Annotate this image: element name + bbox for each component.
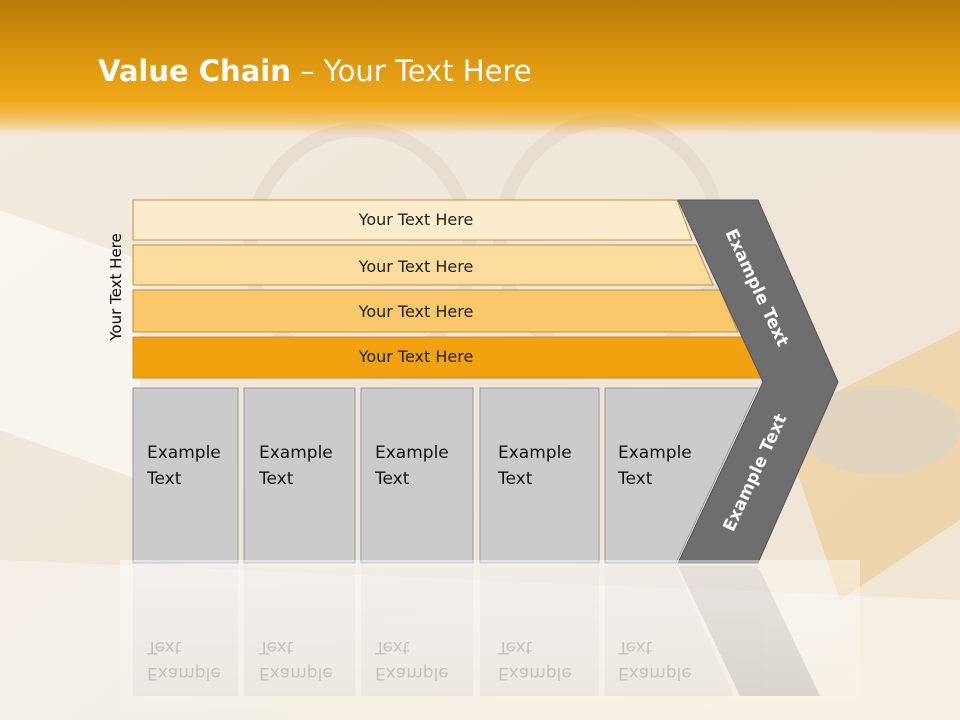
band-2-label: Your Text Here	[358, 257, 474, 276]
activity-box-1-reflection: Example Text	[147, 634, 237, 686]
activity-box-1-text: Example Text	[147, 440, 237, 492]
activity-box-2-text: Example Text	[259, 440, 349, 492]
band-3-label: Your Text Here	[358, 302, 474, 321]
band-1-label: Your Text Here	[358, 210, 474, 229]
title-bold: Value Chain	[98, 54, 291, 88]
activity-box-4-reflection: Example Text	[498, 634, 588, 686]
reflection-1-line2: Text	[147, 637, 182, 657]
activity-box-3-line1: Example	[375, 443, 449, 463]
activity-box-3-line2: Text	[375, 469, 410, 489]
activity-box-4-line2: Text	[498, 469, 533, 489]
activity-box-2	[243, 387, 356, 564]
activity-box-1-line2: Text	[147, 469, 182, 489]
activity-box-4-text: Example Text	[498, 440, 588, 492]
activity-box-5-text: Example Text	[618, 440, 708, 492]
activity-box-5-line2: Text	[618, 469, 653, 489]
activity-box-4	[479, 387, 600, 564]
reflection-3-line1: Example	[375, 663, 449, 683]
band-2	[132, 244, 714, 286]
reflection-3-line2: Text	[375, 637, 410, 657]
reflection-1-line1: Example	[147, 663, 221, 683]
activity-box-3-reflection: Example Text	[375, 634, 465, 686]
activity-box-2-line1: Example	[259, 443, 333, 463]
reflection-4-line1: Example	[498, 663, 572, 683]
activity-box-5-reflection: Example Text	[618, 634, 708, 686]
reflection-5-line1: Example	[618, 663, 692, 683]
reflection-2-line1: Example	[259, 663, 333, 683]
band-3	[132, 289, 739, 333]
title-rest: – Your Text Here	[290, 54, 532, 88]
title-bar	[0, 0, 960, 135]
activity-box-4-line1: Example	[498, 443, 572, 463]
activity-box-1-line1: Example	[147, 443, 221, 463]
activity-box-5-line1: Example	[618, 443, 692, 463]
band-1	[132, 199, 693, 241]
activity-box-3-text: Example Text	[375, 440, 465, 492]
activity-box-1	[132, 387, 239, 564]
reflection-2-line2: Text	[259, 637, 294, 657]
reflection-5-line2: Text	[618, 637, 653, 657]
slide-title: Value Chain – Your Text Here	[98, 54, 532, 88]
activity-box-2-line2: Text	[259, 469, 294, 489]
reflection-4-line2: Text	[498, 637, 533, 657]
band-4-label: Your Text Here	[358, 347, 474, 366]
activity-box-2-reflection: Example Text	[259, 634, 349, 686]
